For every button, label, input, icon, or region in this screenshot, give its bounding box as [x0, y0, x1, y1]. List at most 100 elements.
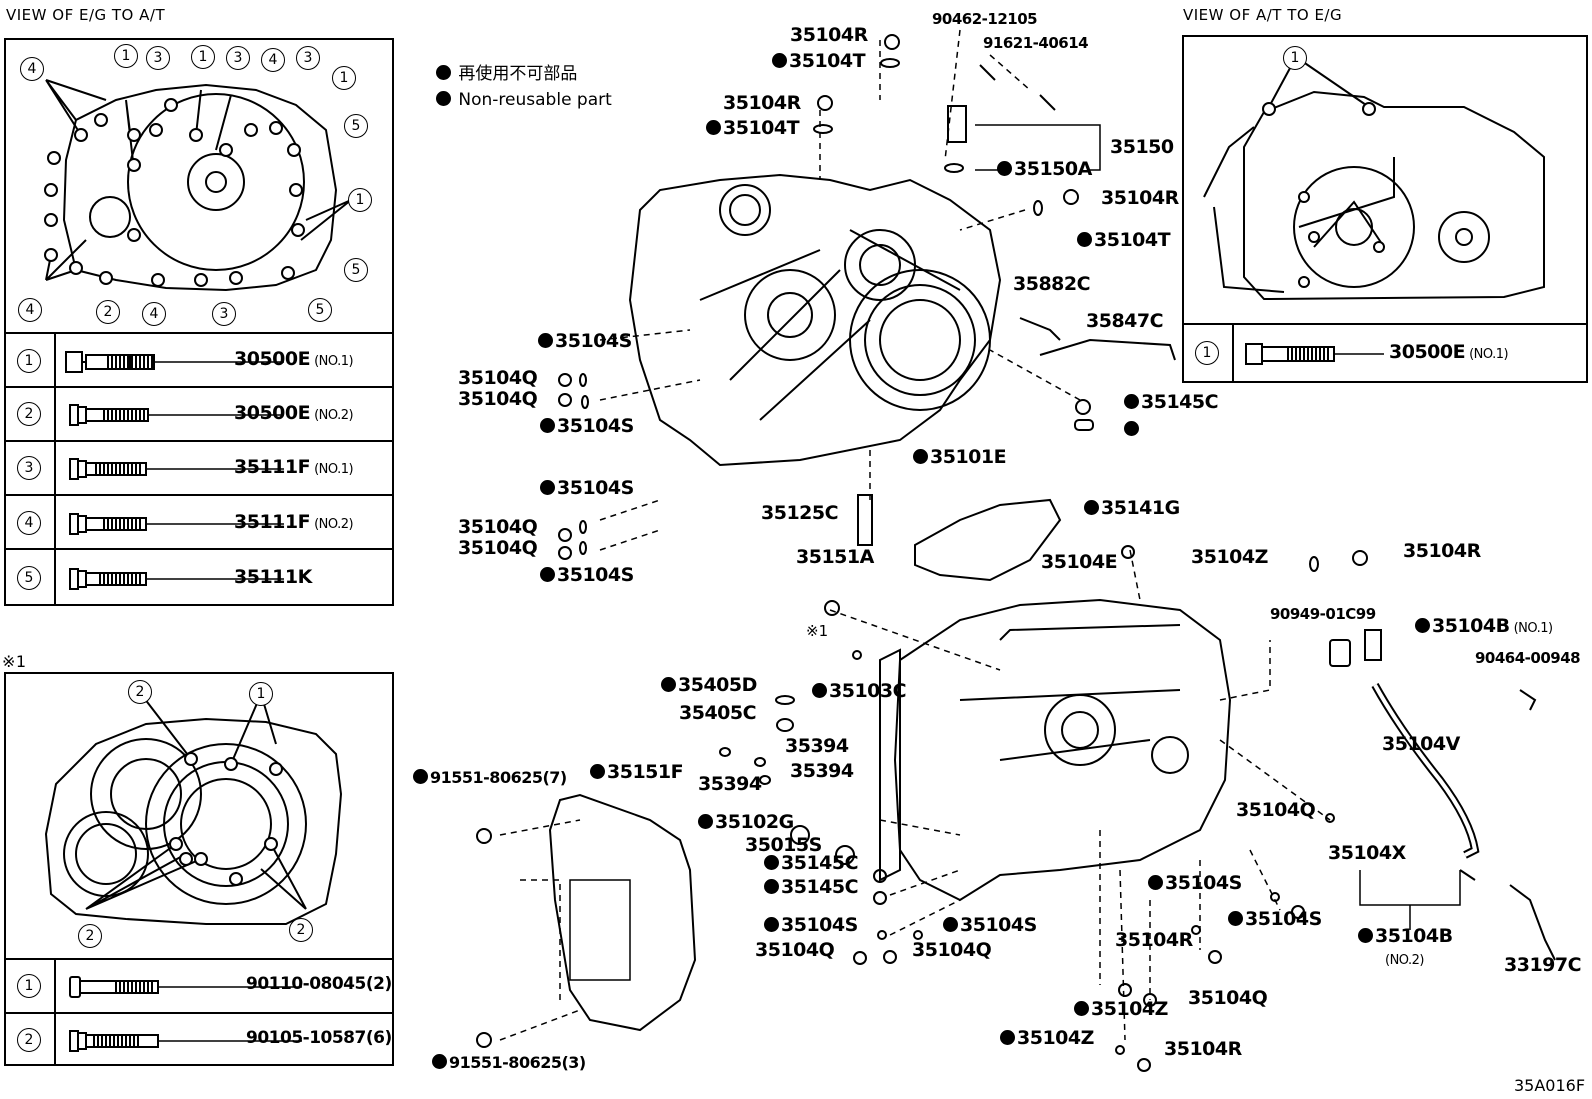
- callout-4: 4: [261, 48, 285, 72]
- part-label: 35104S: [943, 914, 1037, 936]
- part-label: 35104S: [540, 415, 634, 437]
- part-label: 35104R: [1403, 540, 1481, 562]
- part-label: 35150A: [997, 158, 1092, 180]
- part-label: 35104Z: [1191, 546, 1268, 568]
- row-number: 2: [17, 402, 41, 426]
- transaxle-side-drawing: [44, 693, 343, 925]
- part-label: 35104S: [1228, 908, 1322, 930]
- callout-3: 3: [296, 46, 320, 70]
- part-number: 30500E(NO.2): [234, 402, 354, 424]
- part-label: 35104V: [1382, 733, 1460, 755]
- part-label: 35394: [698, 773, 762, 795]
- bolt-table-row: 1 90110-08045(2): [6, 958, 392, 1012]
- legend-en-text: Non-reusable part: [458, 90, 612, 110]
- flange-bolt-icon: [1245, 343, 1384, 365]
- part-label: 35104T: [1077, 229, 1171, 251]
- row-number: 5: [17, 566, 41, 590]
- part-label: 35104S: [540, 477, 634, 499]
- part-label: 35394: [790, 760, 854, 782]
- row-number: 1: [17, 974, 41, 998]
- part-label: 35104S: [538, 330, 632, 352]
- callout-3: 3: [226, 46, 250, 70]
- part-label: 35104E: [1041, 551, 1118, 573]
- non-reusable-dot-icon: [436, 65, 451, 80]
- non-reusable-dot-icon: [436, 91, 451, 106]
- part-label: 35104Q: [1236, 799, 1316, 821]
- callout-4: 4: [20, 57, 44, 81]
- callout-2: 2: [289, 918, 313, 942]
- part-label: 35104Q: [1188, 987, 1268, 1009]
- callout-1: 1: [249, 682, 273, 706]
- part-number: 35111F(NO.1): [234, 456, 354, 478]
- callout-1: 1: [348, 188, 372, 212]
- part-label: 35151F: [590, 761, 684, 783]
- part-label: 35104X: [1328, 842, 1406, 864]
- row-number: 1: [17, 349, 41, 373]
- bolt-table-row: 1 30500E(NO.1): [6, 332, 392, 388]
- part-label: 91551-80625(3): [432, 1052, 586, 1074]
- bolt-table-row: 1 30500E(NO.1): [1184, 323, 1586, 381]
- callout-2: 2: [96, 300, 120, 324]
- row-number: 2: [17, 1028, 41, 1052]
- part-label: 33197C: [1504, 954, 1582, 976]
- flange-bolt-icon: [69, 458, 284, 480]
- part-number: 35111F(NO.2): [234, 511, 354, 533]
- part-label: 35101E: [913, 446, 1007, 468]
- callout-2: 2: [128, 680, 152, 704]
- part-label: 35145C: [764, 852, 859, 874]
- callout-3: 3: [212, 302, 236, 326]
- part-label: 35104R: [1115, 929, 1193, 951]
- flange-bolt-icon: [69, 513, 284, 535]
- callout-1: 1: [1283, 46, 1307, 70]
- part-label: 35394: [785, 735, 849, 757]
- part-number: 90110-08045(2): [246, 974, 392, 994]
- part-label: 35104Q: [912, 939, 992, 961]
- flange-bolt-icon: [69, 1030, 302, 1052]
- part-label: 35882C: [1013, 273, 1091, 295]
- bolt-table-row: 2 30500E(NO.2): [6, 386, 392, 440]
- bolt-table-row: 5 35111K: [6, 548, 392, 606]
- part-label: 90464-00948: [1475, 649, 1581, 667]
- part-label: 35102G: [698, 811, 794, 833]
- part-label: 35145C: [1124, 391, 1219, 413]
- note-mark-callout: ※1: [806, 622, 829, 640]
- part-label: 35104T: [706, 117, 800, 139]
- note-1-view-panel: 2 1 2 2 1 90110-08045(2) 2 90105-10587(6…: [4, 672, 394, 1066]
- part-label: 35015S: [745, 834, 822, 856]
- callout-4: 4: [18, 298, 42, 322]
- callout-1: 1: [114, 44, 138, 68]
- row-number: 3: [17, 456, 41, 480]
- callout-2: 2: [78, 924, 102, 948]
- part-label: 35103C: [812, 680, 907, 702]
- left-view-title: VIEW OF E/G TO A/T: [6, 6, 166, 24]
- part-label: 35104Q: [755, 939, 835, 961]
- housing-flange-drawing: [44, 79, 352, 292]
- flange-bolt-icon: [69, 404, 284, 426]
- bolt-table-row: 2 90105-10587(6): [6, 1012, 392, 1066]
- part-label: 35104R: [1101, 187, 1179, 209]
- bolt-table-row: 3 35111F(NO.1): [6, 440, 392, 494]
- flange-bolt-icon: [69, 568, 284, 590]
- part-label: 35151A: [796, 546, 874, 568]
- part-number: 35111K: [234, 566, 312, 588]
- callout-1: 1: [332, 66, 356, 90]
- illustration-code: 35A016F: [1514, 1076, 1586, 1095]
- row-number: 4: [17, 511, 41, 535]
- part-label: 35104Q: [458, 367, 538, 389]
- callout-3: 3: [146, 46, 170, 70]
- part-number: 30500E(NO.1): [1389, 341, 1509, 363]
- bolt-table-row: 4 35111F(NO.2): [6, 494, 392, 550]
- at-to-eg-view-panel: 1 1 30500E(NO.1): [1182, 35, 1588, 383]
- eg-to-at-view-panel: 4 1 3 1 3 4 3 1 5 1 5 5 3 4 2 4 1 30500E…: [4, 38, 394, 606]
- note-mark-label: ※1: [2, 652, 27, 671]
- part-label: 90949-01C99: [1270, 605, 1376, 623]
- part-label: 35104R: [723, 92, 801, 114]
- part-label: 35104Q: [458, 537, 538, 559]
- part-label: 35145C: [764, 876, 859, 898]
- row-number: 1: [1195, 341, 1219, 365]
- non-reusable-marker: [1124, 418, 1141, 440]
- part-label: 35405D: [661, 674, 757, 696]
- part-label: 35150: [1110, 136, 1174, 158]
- part-label: 35104Z: [1000, 1027, 1094, 1049]
